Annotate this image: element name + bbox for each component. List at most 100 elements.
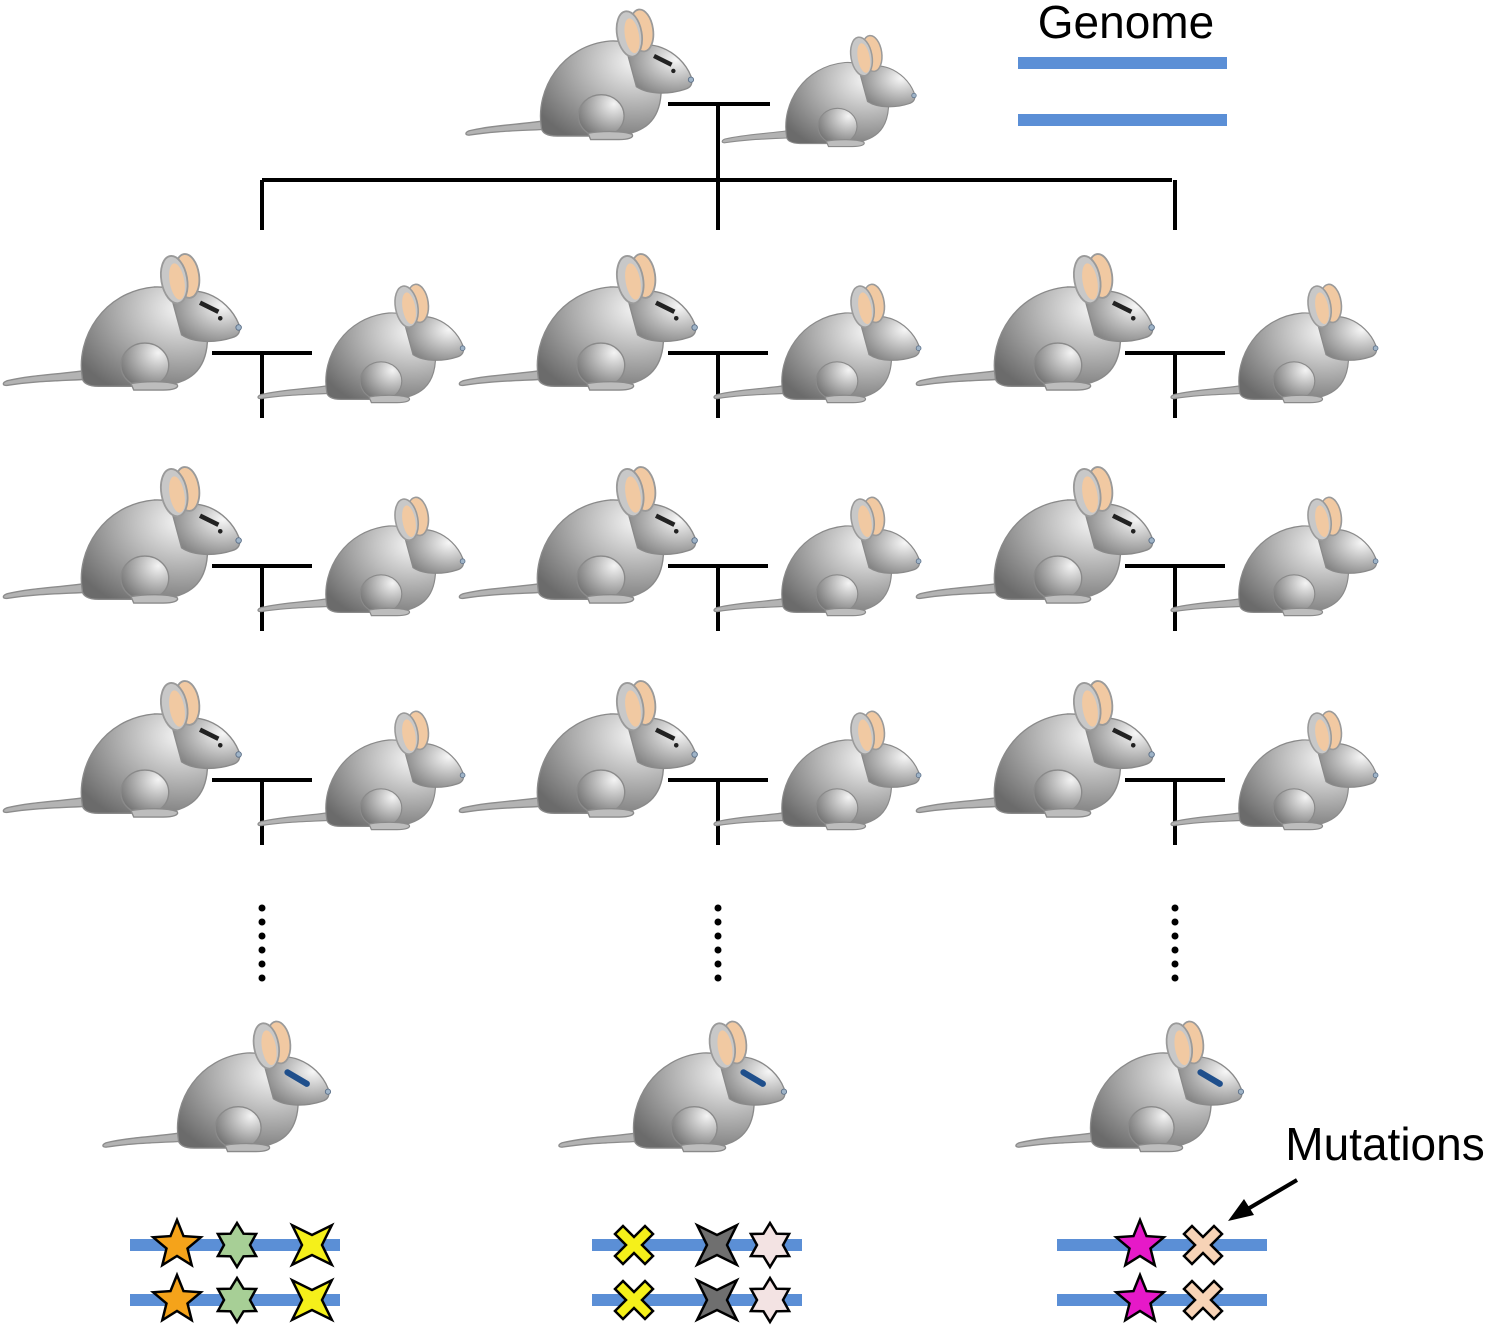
gen2-line2-female-mouse	[713, 283, 922, 404]
mouse-eye	[217, 315, 223, 321]
mouse-foot	[1281, 607, 1324, 617]
mouse-foot	[824, 821, 867, 831]
mice-layer	[2, 8, 1379, 1153]
mutation-star5-icon	[1113, 1216, 1167, 1268]
mouse-haunch	[817, 107, 858, 145]
mouse-tail	[915, 582, 1008, 600]
mouse-head	[627, 717, 697, 770]
mouse-nose	[915, 558, 922, 564]
continuation-dot	[258, 960, 266, 968]
mutation-cross-icon	[613, 1224, 655, 1266]
mutation-cross-icon	[1182, 1279, 1224, 1321]
mouse-ear-inner	[858, 292, 872, 324]
mouse-nose	[691, 751, 698, 758]
final-line1-mouse	[102, 1020, 332, 1153]
mouse-tail	[2, 369, 95, 387]
mouse-foot	[130, 807, 179, 818]
mouse-foot	[824, 607, 867, 617]
gen3-line1-female-mouse	[257, 496, 466, 617]
mouse-haunch	[670, 1106, 718, 1150]
mouse-tail	[1170, 597, 1251, 613]
mouse-ear-inner	[1082, 263, 1098, 300]
mouse-head	[404, 743, 465, 788]
mouse-ear-inner	[625, 263, 641, 300]
mouse-nose	[1372, 345, 1379, 351]
gen2-line3-male-mouse	[915, 253, 1155, 391]
gen4-line2-female-mouse	[713, 710, 922, 831]
mouse-foot	[368, 394, 411, 404]
gen4-line1-male-mouse	[2, 680, 242, 818]
mouse-eye	[1130, 742, 1136, 748]
mouse-tail	[713, 811, 794, 827]
gen2-line1-male-mouse	[2, 253, 242, 391]
mouse-ear-inner	[169, 263, 185, 300]
gen4-line3-female-mouse	[1170, 710, 1379, 831]
mouse-head	[1317, 743, 1378, 788]
mouse-foot	[368, 821, 411, 831]
mouse-head	[860, 529, 921, 574]
mouse-tail	[257, 597, 338, 613]
mouse-head	[1084, 717, 1154, 770]
mouse-head	[860, 316, 921, 361]
mouse-nose	[780, 1088, 788, 1095]
gen3-line1-male-mouse	[2, 466, 242, 604]
mouse-haunch	[120, 555, 170, 601]
mouse-haunch	[359, 788, 403, 828]
mouse-haunch	[576, 555, 626, 601]
mouse-haunch	[1033, 555, 1083, 601]
mouse-tail	[102, 1131, 190, 1148]
gen3-line3-male-mouse	[915, 466, 1155, 604]
mouse-haunch	[577, 94, 625, 138]
mouse-tail	[458, 582, 551, 600]
mouse-nose	[691, 537, 698, 544]
continuation-dot	[714, 946, 722, 954]
continuation-dot	[714, 918, 722, 926]
mouse-tail	[713, 597, 794, 613]
mouse-ear-inner	[402, 292, 416, 324]
mouse-haunch	[359, 574, 403, 614]
mouse-ear-inner	[1082, 690, 1098, 727]
mouse-haunch	[815, 788, 859, 828]
mouse-glasses	[284, 1069, 310, 1087]
mouse-nose	[1148, 751, 1155, 758]
mutation-star5-icon	[150, 1271, 204, 1323]
mouse-foot	[1043, 380, 1092, 391]
mouse-ear-inner	[717, 1030, 733, 1066]
genome-line-3	[1057, 1216, 1267, 1323]
mouse-brow	[198, 513, 220, 527]
mouse-nose	[324, 1088, 332, 1095]
mouse-brow	[654, 513, 676, 527]
mouse-foot	[130, 380, 179, 391]
mouse-head	[626, 44, 693, 94]
mouse-foot	[680, 1142, 727, 1153]
mouse-ear-inner	[1315, 719, 1329, 751]
mouse-brow	[654, 300, 676, 314]
continuation-dot	[1171, 974, 1179, 982]
mutation-star4-icon	[289, 1277, 335, 1323]
offspring-genomes	[130, 1216, 1267, 1325]
mouse-haunch	[576, 769, 626, 815]
mouse-ear-inner	[1315, 505, 1329, 537]
mouse-ear-inner	[169, 476, 185, 513]
mouse-haunch	[120, 342, 170, 388]
gen2-line2-male-mouse	[458, 253, 698, 391]
mouse-tail	[915, 369, 1008, 387]
mouse-eye	[673, 742, 679, 748]
mutation-star5-icon	[150, 1216, 204, 1268]
mouse-haunch	[120, 769, 170, 815]
mouse-ear-inner	[1082, 476, 1098, 513]
mouse-ear-inner	[625, 690, 641, 727]
mouse-nose	[235, 537, 242, 544]
mouse-nose	[235, 324, 242, 331]
mouse-nose	[459, 345, 466, 351]
mouse-ear-inner	[858, 505, 872, 537]
mouse-foot	[586, 593, 635, 604]
mouse-nose	[235, 751, 242, 758]
mouse-haunch	[1127, 1106, 1175, 1150]
continuation-dot	[714, 974, 722, 982]
mutation-cross-icon	[613, 1279, 655, 1321]
mouse-haunch	[815, 361, 859, 401]
mouse-foot	[825, 139, 865, 148]
gen3-line3-female-mouse	[1170, 496, 1379, 617]
